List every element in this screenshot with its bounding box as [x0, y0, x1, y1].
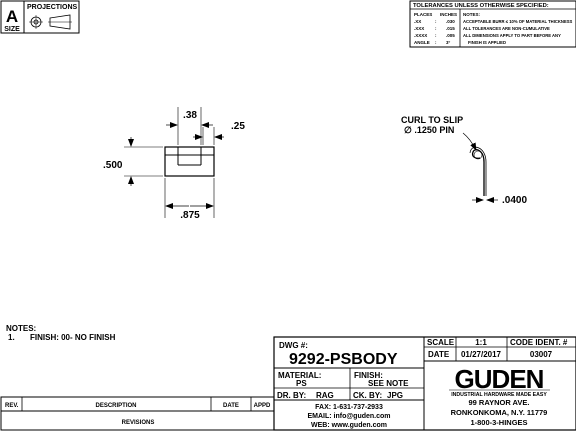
dimension-38: .38 — [183, 110, 197, 121]
tolerance-place: .XX — [414, 19, 421, 24]
email-line: EMAIL: info@guden.com — [307, 413, 390, 420]
tolerances-title: TOLERANCES UNLESS OTHERWISE SPECIFIED: — [413, 3, 549, 9]
date-value: 01/27/2017 — [461, 350, 502, 359]
note-text: FINISH: 00- NO FINISH — [30, 333, 116, 342]
finish-value: SEE NOTE — [368, 379, 409, 388]
tolerance-value: .015 — [446, 26, 455, 31]
material-label: MATERIAL: — [278, 371, 321, 380]
tolerance-sep: : — [435, 19, 437, 24]
part-front-view: .38 .25 .500 .875 — [103, 107, 245, 221]
curl-callout-line2: ∅ .1250 PIN — [404, 125, 454, 135]
tolerance-value: 3° — [446, 40, 451, 45]
code-ident-value: 03007 — [530, 350, 553, 359]
address-city: RONKONKOMA, N.Y. 11779 — [451, 408, 548, 417]
date-label: DATE — [428, 350, 450, 359]
tolerance-note: ALL TOLERANCES ARE NON-CUMULATIVE — [463, 26, 550, 31]
projections-label: PROJECTIONS — [27, 4, 78, 11]
dimension-25: .25 — [231, 121, 245, 132]
tolerance-value: .030 — [446, 19, 455, 24]
scale-label: SCALE — [427, 338, 455, 347]
description-header: DESCRIPTION — [95, 403, 136, 409]
dimension-0400: .0400 — [502, 195, 527, 206]
notes-title: NOTES: — [6, 324, 36, 333]
tolerances-header-inches: INCHES — [440, 12, 457, 17]
address-street: 99 RAYNOR AVE. — [469, 398, 530, 407]
rev-header: REV. — [5, 403, 19, 409]
tolerance-place: .XXX — [414, 26, 424, 31]
third-angle-projection-icon — [29, 14, 72, 30]
tolerances-box: TOLERANCES UNLESS OTHERWISE SPECIFIED: P… — [409, 0, 576, 48]
checked-by-label: CK. BY: — [353, 391, 382, 400]
tolerance-note: ACCEPTABLE BURR ≤ 10% OF MATERIAL THICKN… — [463, 19, 573, 24]
size-letter: A — [6, 7, 18, 26]
appd-header: APPD — [254, 403, 271, 409]
curl-callout-line1: CURL TO SLIP — [401, 115, 463, 125]
revisions-block: REV. DESCRIPTION DATE APPD REVISIONS — [0, 396, 275, 431]
dwg-label: DWG #: — [279, 341, 308, 350]
guden-tagline: INDUSTRIAL HARDWARE MADE EASY — [451, 392, 547, 398]
revisions-title: REVISIONS — [122, 420, 155, 426]
note-number: 1. — [8, 333, 15, 342]
drawn-by-value: RAG — [316, 391, 334, 400]
tolerances-header-notes: NOTES: — [463, 12, 481, 17]
tolerances-header-places: PLACES — [414, 12, 432, 17]
tolerance-sep: : — [435, 40, 437, 45]
tolerance-place: .XXXX — [414, 33, 427, 38]
scale-value: 1:1 — [475, 338, 487, 347]
web-line: WEB: www.guden.com — [311, 422, 387, 429]
material-value: PS — [296, 379, 307, 388]
tolerance-note: FINISH IS APPLIED — [468, 40, 506, 45]
dimension-875: .875 — [180, 210, 200, 221]
code-ident-label: CODE IDENT. # — [510, 338, 568, 347]
tolerance-place: ANGLE — [414, 40, 430, 45]
part-side-view: CURL TO SLIP ∅ .1250 PIN .0400 — [401, 115, 527, 206]
dimension-500: .500 — [103, 160, 123, 171]
drawn-by-label: DR. BY: — [277, 391, 306, 400]
notes: NOTES: 1. FINISH: 00- NO FINISH — [6, 324, 116, 342]
finish-label: FINISH: — [354, 371, 383, 380]
drawing-number: 9292-PSBODY — [289, 351, 398, 368]
fax-line: FAX: 1-631-737-2933 — [315, 404, 383, 411]
date-header: DATE — [223, 403, 239, 409]
tolerance-sep: : — [435, 26, 437, 31]
tolerance-note: ALL DIMENSIONS APPLY TO PART BEFORE ANY — [463, 33, 561, 38]
curl-profile — [471, 149, 485, 196]
title-block: DWG #: 9292-PSBODY MATERIAL: PS FINISH: … — [273, 336, 576, 431]
checked-by-value: JPG — [387, 391, 403, 400]
size-box: A SIZE PROJECTIONS — [0, 0, 80, 34]
part-outline — [164, 146, 215, 177]
phone-number: 1-800-3-HINGES — [470, 418, 527, 427]
tolerance-sep: : — [435, 33, 437, 38]
size-label: SIZE — [4, 26, 20, 33]
guden-logo: GUDEN — [455, 364, 544, 394]
tolerance-value: .005 — [446, 33, 455, 38]
